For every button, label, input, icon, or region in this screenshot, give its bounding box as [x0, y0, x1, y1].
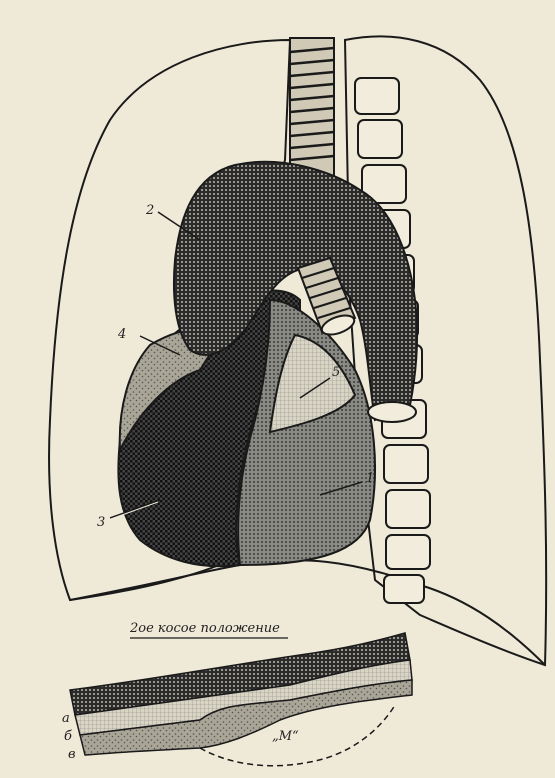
- aorta-end: [368, 402, 416, 422]
- label-4: 4: [117, 327, 126, 342]
- trachea: [290, 38, 334, 178]
- strip-label-v: в: [68, 747, 76, 762]
- label-5: 5: [332, 365, 340, 380]
- layer-strip: [70, 633, 412, 766]
- label-2: 2: [145, 203, 154, 218]
- strip-label-b: б: [64, 729, 72, 744]
- figure-caption: 2ое косое положение: [129, 621, 280, 636]
- label-1: 1: [366, 471, 374, 486]
- diaphragm-line: [70, 560, 545, 665]
- strip-label-m: „М“: [272, 729, 299, 744]
- strip-label-a: а: [62, 711, 70, 726]
- label-3: 3: [97, 515, 105, 530]
